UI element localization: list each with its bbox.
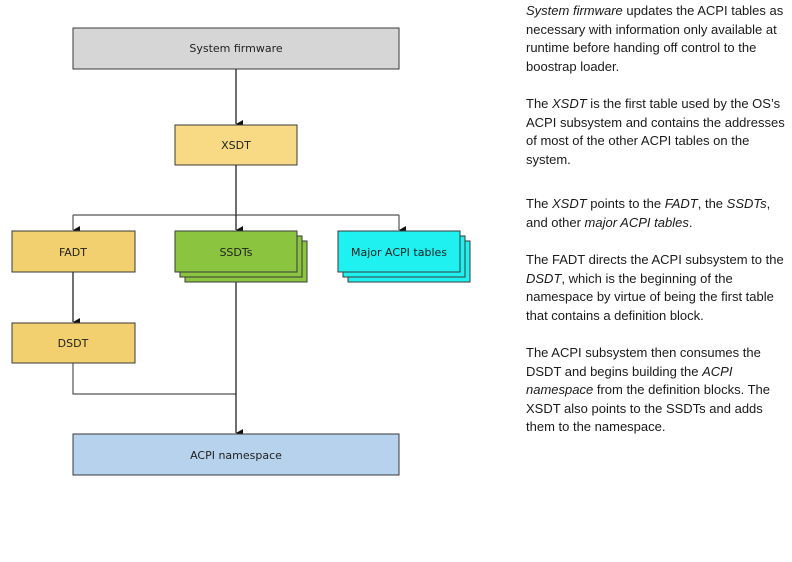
node-label: ACPI namespace xyxy=(190,449,282,462)
note-text: is the first table used by the OS’s ACPI… xyxy=(526,95,785,167)
note-text: The xyxy=(526,95,553,111)
node-xsdt: XSDT xyxy=(174,124,298,166)
node-label: DSDT xyxy=(58,337,89,350)
node-dsdt: DSDT xyxy=(11,322,136,364)
node-ssdts: SSDTs xyxy=(174,230,308,283)
note-xsdt: The XSDT is the first table used by the … xyxy=(526,95,788,169)
note-system-firmware: System firmware updates the ACPI tables … xyxy=(526,2,788,76)
note-text: The FADT directs the ACPI subsystem to t… xyxy=(526,252,784,268)
emphasized-term: ACPI namespace xyxy=(526,363,733,398)
node-box xyxy=(337,230,461,273)
node-major-acpi-tables: Major ACPI tables xyxy=(337,230,471,283)
node-box xyxy=(11,230,136,273)
acpi-diagram: System firmware XSDT FADT SSDTs Major AC… xyxy=(11,27,471,476)
emphasized-term: major ACPI tables xyxy=(584,214,689,230)
note-fadt-dsdt: The FADT directs the ACPI subsystem to t… xyxy=(526,251,788,325)
node-box xyxy=(72,433,400,476)
note-text: The xyxy=(526,196,553,212)
node-box xyxy=(72,27,400,70)
emphasized-term: System firmware xyxy=(526,3,623,18)
emphasized-term: XSDT xyxy=(552,196,587,212)
node-label: XSDT xyxy=(221,139,251,152)
emphasized-term: SSDTs xyxy=(726,196,767,212)
note-xsdt-pointers: The XSDT points to the FADT, the SSDTs, … xyxy=(526,195,788,232)
note-text: updates the ACPI tables as necessary wit… xyxy=(526,3,784,74)
emphasized-term: XSDT xyxy=(552,95,587,111)
note-text: , the xyxy=(697,196,727,212)
note-text: , and other xyxy=(526,196,771,230)
note-text: The ACPI subsystem then consumes the DSD… xyxy=(526,345,761,379)
emphasized-term: FADT xyxy=(664,196,698,212)
node-box xyxy=(174,230,298,273)
explanation-notes: System firmware updates the ACPI tables … xyxy=(526,2,788,456)
node-label: Major ACPI tables xyxy=(351,246,447,259)
node-box xyxy=(11,322,136,364)
emphasized-term: DSDT xyxy=(526,270,562,286)
connectors xyxy=(72,69,406,437)
note-text: . xyxy=(688,214,693,230)
edge-dsdt-join xyxy=(72,363,236,395)
node-acpi-namespace: ACPI namespace xyxy=(72,433,400,476)
note-text: points to the xyxy=(586,196,665,212)
node-label: System firmware xyxy=(189,42,283,55)
note-text: from the definition blocks. The XSDT als… xyxy=(526,382,771,435)
note-text: , which is the beginning of the namespac… xyxy=(526,270,774,323)
note-namespace-build: The ACPI subsystem then consumes the DSD… xyxy=(526,344,788,437)
node-system-firmware: System firmware xyxy=(72,27,400,70)
node-label: SSDTs xyxy=(219,246,252,259)
node-fadt: FADT xyxy=(11,230,136,273)
node-box xyxy=(174,124,298,166)
node-label: FADT xyxy=(59,246,87,259)
